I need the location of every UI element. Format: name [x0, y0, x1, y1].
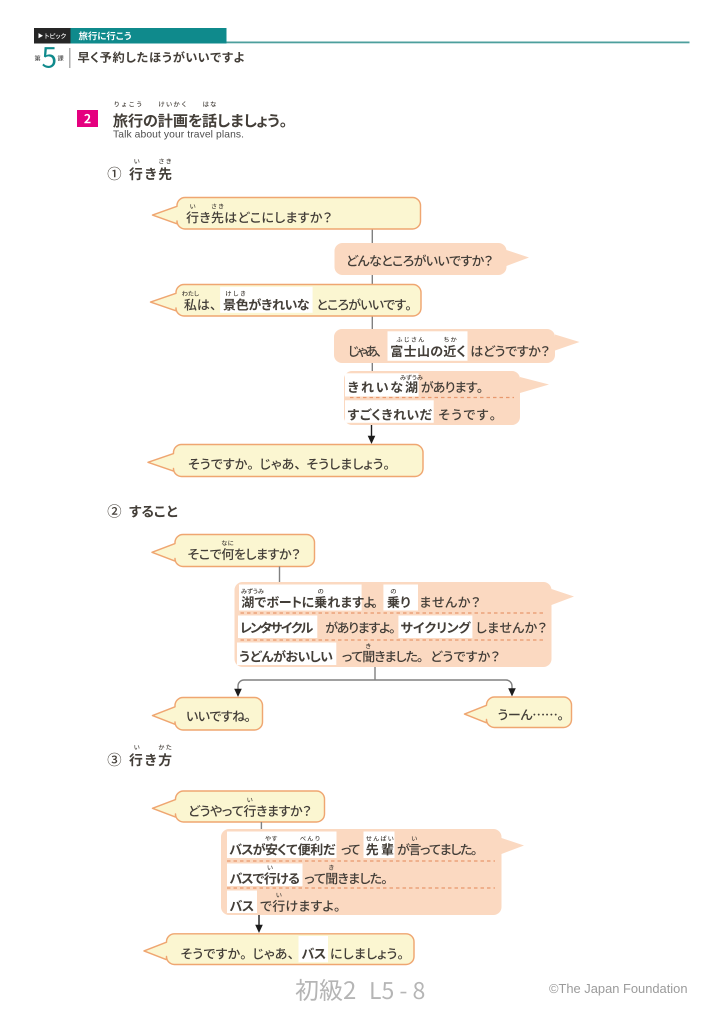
svg-text:Talk about your travel plans.: Talk about your travel plans.: [113, 130, 244, 141]
svg-text:©The Japan Foundation: ©The Japan Foundation: [549, 981, 688, 996]
